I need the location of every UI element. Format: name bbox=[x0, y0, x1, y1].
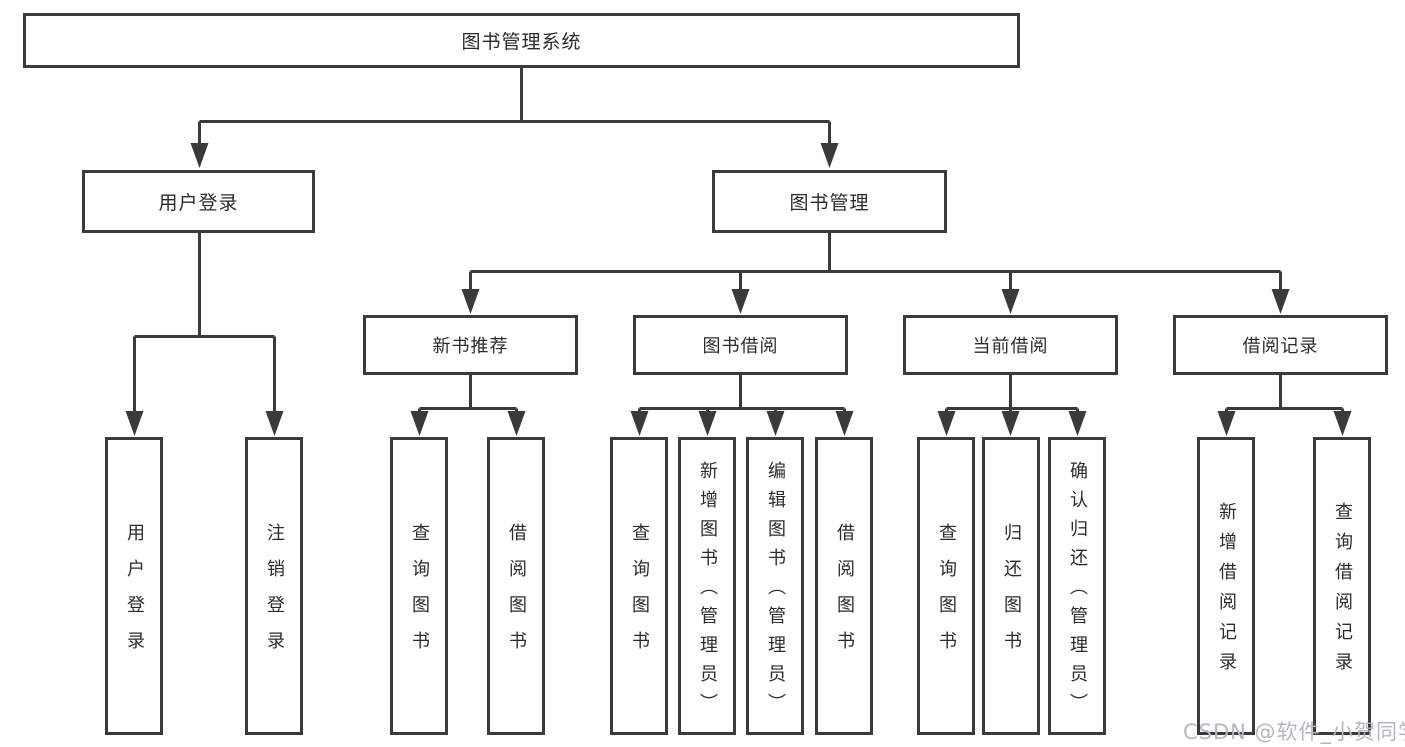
leaf-user-login: 用户登录 bbox=[105, 437, 163, 735]
leaf-query-borrow-record: 查询借阅记录 bbox=[1313, 437, 1371, 735]
leaf-add-borrow-record: 新增借阅记录 bbox=[1197, 437, 1255, 735]
leaf-borrow-books-borrowing: 借阅图书 bbox=[815, 437, 873, 735]
node-current-borrowing: 当前借阅 bbox=[903, 315, 1118, 375]
leaf-logout-label: 注销登录 bbox=[264, 523, 285, 667]
node-user-login-label: 用户登录 bbox=[158, 192, 239, 214]
node-current-borrowing-label: 当前借阅 bbox=[972, 336, 1049, 357]
leaf-confirm-return-admin: 确认归还（管理员） bbox=[1048, 437, 1106, 735]
csdn-watermark: CSDN @软件_小贺同学 bbox=[1183, 720, 1405, 744]
leaf-return-books: 归还图书 bbox=[982, 437, 1040, 735]
node-book-borrowing: 图书借阅 bbox=[633, 315, 848, 375]
arrowheads bbox=[125, 143, 1352, 436]
node-borrow-records: 借阅记录 bbox=[1173, 315, 1388, 375]
leaf-edit-books-admin: 编辑图书（管理员） bbox=[746, 437, 804, 735]
leaf-add-borrow-record-label: 新增借阅记录 bbox=[1216, 502, 1237, 682]
node-borrow-records-label: 借阅记录 bbox=[1242, 336, 1319, 357]
leaf-query-books-current-label: 查询图书 bbox=[936, 523, 957, 667]
node-new-book-recommend: 新书推荐 bbox=[363, 315, 578, 375]
node-book-management: 图书管理 bbox=[712, 170, 947, 233]
node-root-system: 图书管理系统 bbox=[23, 13, 1020, 68]
node-book-borrowing-label: 图书借阅 bbox=[702, 336, 779, 357]
connector-lines bbox=[133, 68, 1344, 426]
leaf-query-books-newbooks: 查询图书 bbox=[390, 437, 448, 735]
leaf-query-books-newbooks-label: 查询图书 bbox=[409, 523, 430, 667]
leaf-logout: 注销登录 bbox=[245, 437, 303, 735]
node-new-book-recommend-label: 新书推荐 bbox=[432, 336, 509, 357]
leaf-return-books-label: 归还图书 bbox=[1001, 523, 1022, 667]
leaf-query-books-current: 查询图书 bbox=[917, 437, 975, 735]
leaf-query-books-borrowing-label: 查询图书 bbox=[629, 523, 650, 667]
leaf-confirm-return-admin-label: 确认归还（管理员） bbox=[1067, 460, 1088, 722]
leaf-query-borrow-record-label: 查询借阅记录 bbox=[1332, 502, 1353, 682]
leaf-edit-books-admin-label: 编辑图书（管理员） bbox=[765, 460, 786, 722]
leaf-borrow-books-newbooks: 借阅图书 bbox=[487, 437, 545, 735]
node-user-login: 用户登录 bbox=[82, 170, 315, 233]
leaf-add-books-admin-label: 新增图书（管理员） bbox=[697, 460, 718, 722]
leaf-borrow-books-newbooks-label: 借阅图书 bbox=[506, 523, 527, 667]
leaf-borrow-books-borrowing-label: 借阅图书 bbox=[834, 523, 855, 667]
leaf-add-books-admin: 新增图书（管理员） bbox=[678, 437, 736, 735]
node-root-label: 图书管理系统 bbox=[461, 31, 582, 53]
node-book-management-label: 图书管理 bbox=[789, 192, 870, 214]
leaf-query-books-borrowing: 查询图书 bbox=[610, 437, 668, 735]
leaf-user-login-label: 用户登录 bbox=[124, 523, 145, 667]
